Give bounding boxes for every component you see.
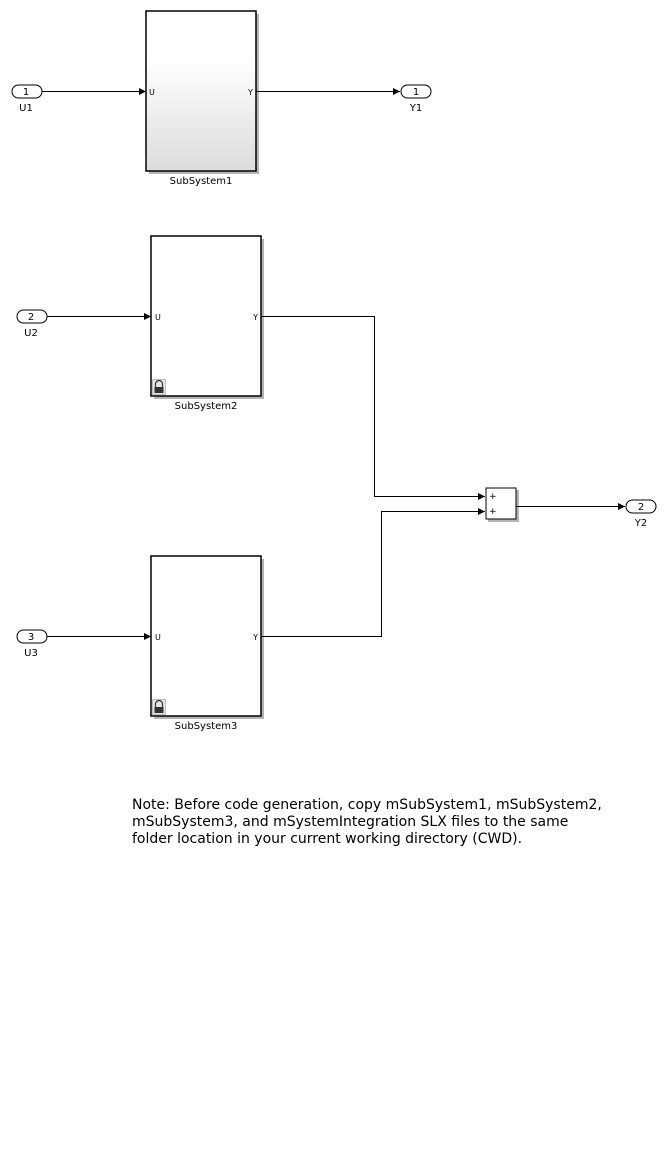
subsystem-3-name: SubSystem3 [175,721,238,732]
outport-2-number: 2 [638,502,644,513]
subsystem-1-name: SubSystem1 [170,176,233,187]
inport-3[interactable]: 3 U3 [16,629,48,659]
sum-sign-2: + [489,507,497,517]
annotation-note: Note: Before code generation, copy mSubS… [132,797,602,847]
inport-1-label: U1 [19,103,33,114]
inport-2-number: 2 [28,312,34,323]
inport-3-number: 3 [28,632,34,643]
inport-2-label: U2 [24,328,38,339]
subsystem-3-out-port-label: Y [252,633,258,642]
inport-2[interactable]: 2 U2 [16,309,48,339]
subsystem-2-out-port-label: Y [252,313,258,322]
inport-1-number: 1 [23,87,29,98]
subsystem-2-block[interactable]: U Y SubSystem2 [150,235,264,412]
outport-2-label: Y2 [634,518,647,529]
inport-1[interactable]: 1 U1 [11,84,43,114]
subsystem-3-block[interactable]: U Y SubSystem3 [150,555,264,732]
outport-1[interactable]: 1 Y1 [400,84,432,114]
outport-1-label: Y1 [409,103,422,114]
subsystem-2-in-port-label: U [155,313,161,322]
signal-line-subsystem3-to-sum[interactable] [261,508,485,637]
outport-2[interactable]: 2 Y2 [625,499,657,529]
signal-line-subsystem2-to-sum[interactable] [261,316,485,500]
inport-3-label: U3 [24,648,38,659]
sum-sign-1: + [489,492,497,502]
subsystem-3-in-port-label: U [155,633,161,642]
outport-1-number: 1 [413,87,419,98]
subsystem-1-in-port-label: U [149,88,155,97]
subsystem-2-name: SubSystem2 [175,401,238,412]
lock-icon [152,699,166,715]
subsystem-1-out-port-label: Y [247,88,253,97]
lock-icon [152,379,166,395]
subsystem-1-block[interactable]: U Y SubSystem1 [145,10,259,187]
sum-block[interactable]: + + [485,487,519,522]
